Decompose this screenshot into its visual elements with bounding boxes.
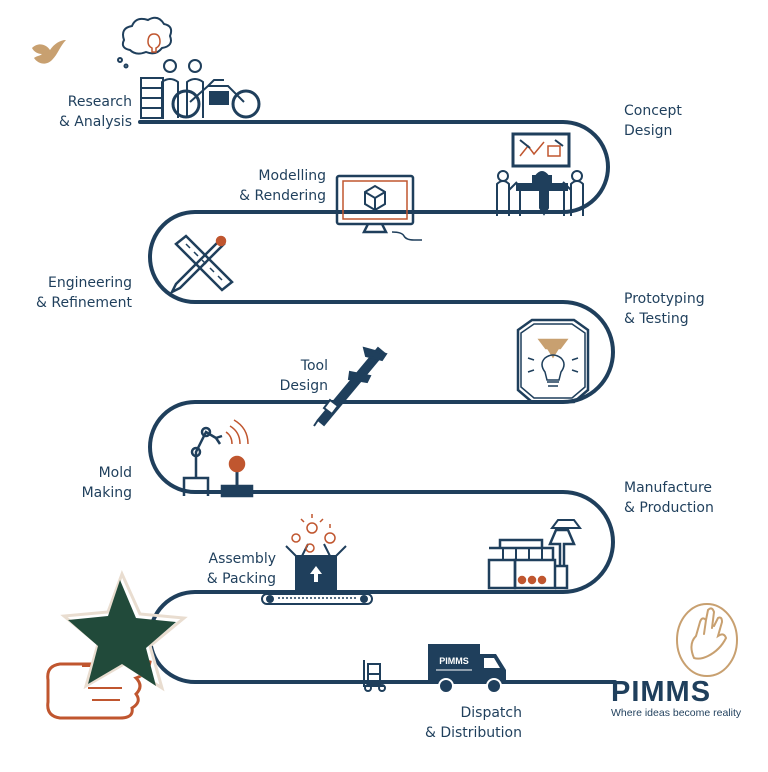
- step-modelling-label: Modelling& Rendering: [239, 168, 326, 204]
- concept-design-icon: [496, 132, 584, 216]
- step-assembly-label: Assembly& Packing: [206, 551, 276, 587]
- step-prototyping-label: Prototyping& Testing: [624, 291, 705, 327]
- process-path: [138, 120, 617, 684]
- truck-icon: PIMMS: [400, 644, 506, 694]
- star-icon: [60, 570, 188, 692]
- research-icon: [117, 16, 261, 119]
- step-dispatch-label: Dispatch& Distribution: [424, 705, 522, 741]
- step-research-label: Research& Analysis: [58, 94, 132, 130]
- caliper-icon: [313, 346, 388, 427]
- 3d-printer-icon: [516, 318, 590, 404]
- hand-icon: [46, 656, 152, 720]
- brand-wordmark: PIMMS: [611, 676, 712, 708]
- truck-label: PIMMS: [439, 656, 469, 666]
- brand-hand-icon: [676, 603, 738, 677]
- robot-arm-icon: [182, 419, 254, 498]
- box-conveyor-icon: [261, 514, 373, 605]
- step-engineering-label: Engineering& Refinement: [36, 275, 132, 311]
- brand-tagline: Where ideas become reality: [611, 707, 742, 719]
- ruler-pencil-icon: [169, 234, 234, 295]
- bird-logo-icon: [32, 40, 66, 64]
- step-manufacture-label: Manufacture& Production: [624, 480, 714, 516]
- injection-machine-icon: [487, 519, 582, 590]
- trolley-icon: [363, 660, 386, 692]
- monitor-cube-icon: [335, 174, 422, 241]
